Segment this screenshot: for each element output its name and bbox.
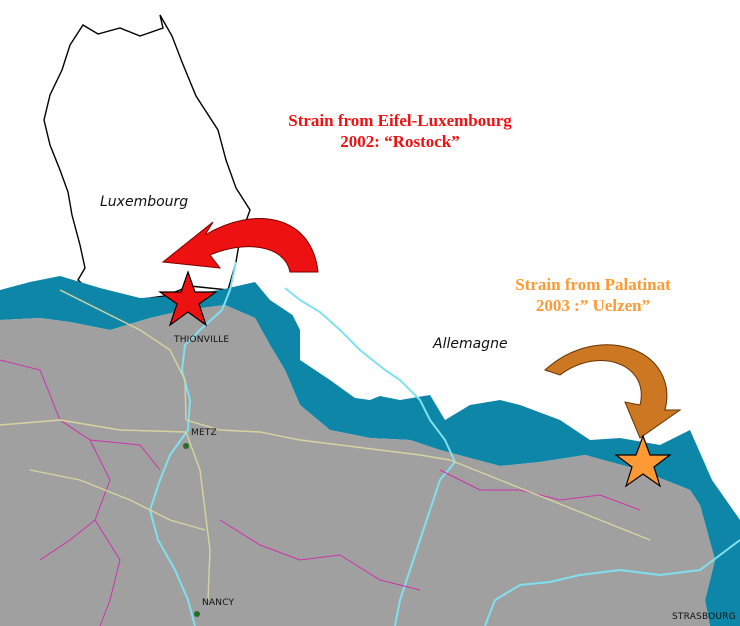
- luxembourg-label: Luxembourg: [100, 194, 189, 210]
- nancy-label: NANCY: [202, 598, 235, 608]
- moselle-river: [148, 261, 237, 626]
- metz-label: METZ: [191, 428, 217, 438]
- luxembourg-strain-line1: Strain from Eifel-Luxembourg: [288, 111, 512, 130]
- luxembourg-outline: [43, 14, 251, 301]
- palatinat-star-icon: [614, 434, 672, 488]
- saar-river: [284, 287, 457, 626]
- admin-boundaries: [0, 359, 641, 626]
- palatinat-curved-arrow: [544, 344, 682, 439]
- rivers: [148, 261, 740, 626]
- allemagne-label: Allemagne: [433, 336, 508, 352]
- thionville-label: THIONVILLE: [174, 335, 230, 345]
- palatinat-strain-line1: Strain from Palatinat: [515, 275, 671, 294]
- saarland-area: [285, 300, 372, 398]
- nancy-dot: [194, 611, 200, 617]
- luxembourg-curved-arrow: [161, 217, 319, 273]
- roads: [0, 289, 651, 601]
- metz-dot: [183, 443, 189, 449]
- luxembourg-strain-annotation: Strain from Eifel-Luxembourg 2002: “Rost…: [240, 110, 560, 152]
- rhine-river: [484, 539, 740, 626]
- france-land: [0, 305, 715, 626]
- luxembourg-strain-line2: 2002: “Rostock”: [340, 132, 460, 151]
- strasbourg-label: STRASBOURG: [672, 612, 736, 622]
- luxembourg-star-icon: [158, 270, 218, 327]
- border-zone-band: [0, 276, 740, 626]
- palatinat-strain-annotation: Strain from Palatinat 2003 :” Uelzen”: [448, 274, 738, 316]
- palatinat-strain-line2: 2003 :” Uelzen”: [535, 296, 651, 315]
